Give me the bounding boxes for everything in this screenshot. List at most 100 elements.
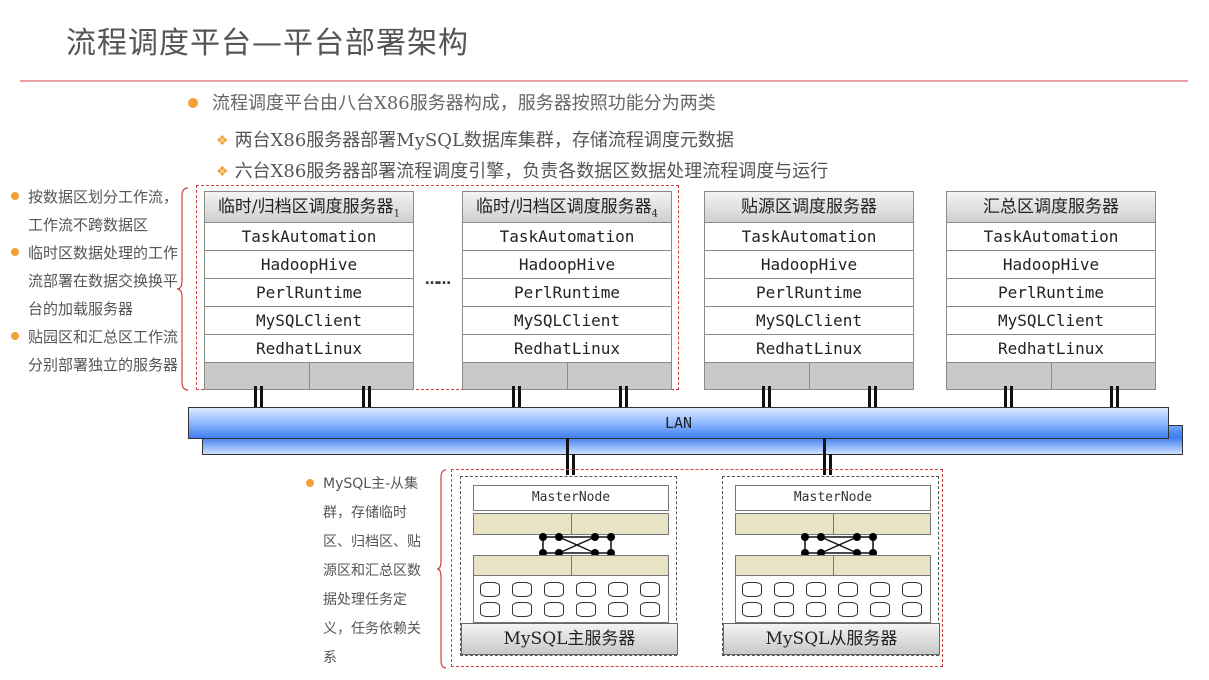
connector-line — [1004, 386, 1007, 408]
node-bar — [735, 555, 931, 577]
left-notes: 按数据区划分工作流，工作流不跨数据区 临时区数据处理的工作流部署在数据交换换平台… — [10, 183, 178, 379]
mysql-notes: MySQL主-从集群，存储临时区、归档区、贴源区和汇总区数据处理任务定义，任务依… — [305, 470, 425, 673]
server-title: 临时/归档区调度服务器1 — [204, 191, 414, 223]
lan-bus: LAN — [188, 407, 1169, 439]
connector-line — [512, 386, 515, 408]
note-item: MySQL主-从集群，存储临时区、归档区、贴源区和汇总区数据处理任务定义，任务依… — [305, 470, 425, 673]
title-divider — [20, 80, 1188, 82]
disk-icon — [480, 582, 500, 597]
connector-line — [868, 386, 871, 408]
stack-task-automation: TaskAutomation — [462, 223, 672, 251]
disk-icon — [742, 582, 762, 597]
node-bar — [735, 513, 931, 535]
connector-line — [260, 386, 263, 408]
server-hardware-bar — [704, 363, 914, 390]
connector-line — [1110, 386, 1113, 408]
diamond-bullet-icon: ❖ — [216, 164, 229, 180]
stack-redhat-linux: RedhatLinux — [204, 335, 414, 363]
connector-line — [254, 386, 257, 408]
disk-icon — [806, 582, 826, 597]
server-title: 临时/归档区调度服务器4 — [462, 191, 672, 223]
stack-task-automation: TaskAutomation — [204, 223, 414, 251]
disk-icon — [576, 582, 596, 597]
disk-icon — [774, 602, 794, 617]
disk-icon — [512, 602, 532, 617]
mysql-master-cluster: MasterNode MySQL主服务器 — [460, 476, 678, 656]
disk-icon — [480, 602, 500, 617]
cross-connect-icon — [539, 533, 615, 557]
disk-icon — [902, 602, 922, 617]
mysql-slave-cluster: MasterNode MySQL从服务器 — [722, 476, 940, 656]
stack-mysql-client: MySQLClient — [946, 307, 1156, 335]
node-bar — [473, 513, 669, 535]
diamond-bullet-icon: ❖ — [216, 133, 229, 149]
server-hardware-bar — [204, 363, 414, 390]
bullet-dot-icon — [188, 98, 198, 108]
disk-icon — [838, 602, 858, 617]
stack-mysql-client: MySQLClient — [204, 307, 414, 335]
mysql-brace — [436, 469, 447, 669]
stack-redhat-linux: RedhatLinux — [946, 335, 1156, 363]
stack-mysql-client: MySQLClient — [462, 307, 672, 335]
intro-sub-bullet: ❖ 两台X86服务器部署MySQL数据库集群，存储流程调度元数据 — [216, 126, 734, 152]
connector-line — [768, 386, 771, 408]
disk-icon — [640, 582, 660, 597]
stack-redhat-linux: RedhatLinux — [462, 335, 672, 363]
connector-line — [362, 386, 365, 408]
disk-icon — [640, 602, 660, 617]
server-hardware-bar — [946, 363, 1156, 390]
master-node-label: MasterNode — [735, 485, 931, 511]
page-title: 流程调度平台—平台部署架构 — [66, 26, 469, 61]
note-text: 临时区数据处理的工作流部署在数据交换换平台的加载服务器 — [28, 244, 179, 318]
bullet-dot-icon — [306, 479, 314, 487]
server-title: 贴源区调度服务器 — [704, 191, 914, 223]
stack-redhat-linux: RedhatLinux — [704, 335, 914, 363]
disk-icon — [806, 602, 826, 617]
connector-line — [874, 386, 877, 408]
stack-hadoop-hive: HadoopHive — [704, 251, 914, 279]
connector-line — [619, 386, 622, 408]
scheduler-server-temp-1: 临时/归档区调度服务器1 TaskAutomation HadoopHive P… — [204, 191, 414, 390]
stack-hadoop-hive: HadoopHive — [204, 251, 414, 279]
bullet-dot-icon — [11, 332, 19, 340]
master-node-label: MasterNode — [473, 485, 669, 511]
stack-hadoop-hive: HadoopHive — [462, 251, 672, 279]
scheduler-server-source: 贴源区调度服务器 TaskAutomation HadoopHive PerlR… — [704, 191, 914, 390]
connector-line — [625, 386, 628, 408]
scheduler-server-summary: 汇总区调度服务器 TaskAutomation HadoopHive PerlR… — [946, 191, 1156, 390]
disk-icon — [512, 582, 532, 597]
stack-perl-runtime: PerlRuntime — [462, 279, 672, 307]
note-item: 临时区数据处理的工作流部署在数据交换换平台的加载服务器 — [10, 239, 178, 323]
node-bar — [473, 555, 669, 577]
bullet-dot-icon — [11, 248, 19, 256]
disk-icon — [870, 582, 890, 597]
stack-perl-runtime: PerlRuntime — [204, 279, 414, 307]
connector-line — [518, 386, 521, 408]
disk-icon — [742, 602, 762, 617]
stack-perl-runtime: PerlRuntime — [946, 279, 1156, 307]
stack-hadoop-hive: HadoopHive — [946, 251, 1156, 279]
note-text: MySQL主-从集群，存储临时区、归档区、贴源区和汇总区数据处理任务定义，任务依… — [323, 476, 421, 666]
server-title: 汇总区调度服务器 — [946, 191, 1156, 223]
note-item: 按数据区划分工作流，工作流不跨数据区 — [10, 183, 178, 239]
intro-sub-text: 六台X86服务器部署流程调度引擎，负责各数据区数据处理流程调度与运行 — [234, 161, 829, 182]
connector-line — [829, 454, 832, 475]
connector-line — [572, 454, 575, 475]
ellipsis: …… — [425, 272, 451, 288]
disk-icon — [576, 602, 596, 617]
bullet-dot-icon — [11, 192, 19, 200]
connector-line — [1116, 386, 1119, 408]
cross-connect-icon — [801, 533, 877, 557]
connector-line — [368, 386, 371, 408]
connector-line — [762, 386, 765, 408]
connector-line — [823, 438, 826, 475]
disk-icon — [870, 602, 890, 617]
disk-icon — [774, 582, 794, 597]
intro-sub-bullet: ❖ 六台X86服务器部署流程调度引擎，负责各数据区数据处理流程调度与运行 — [216, 157, 828, 183]
note-item: 贴园区和汇总区工作流分别部署独立的服务器 — [10, 323, 178, 379]
stack-perl-runtime: PerlRuntime — [704, 279, 914, 307]
disk-icon — [608, 582, 628, 597]
stack-mysql-client: MySQLClient — [704, 307, 914, 335]
intro-sub-text: 两台X86服务器部署MySQL数据库集群，存储流程调度元数据 — [234, 130, 734, 151]
connector-line — [566, 438, 569, 475]
